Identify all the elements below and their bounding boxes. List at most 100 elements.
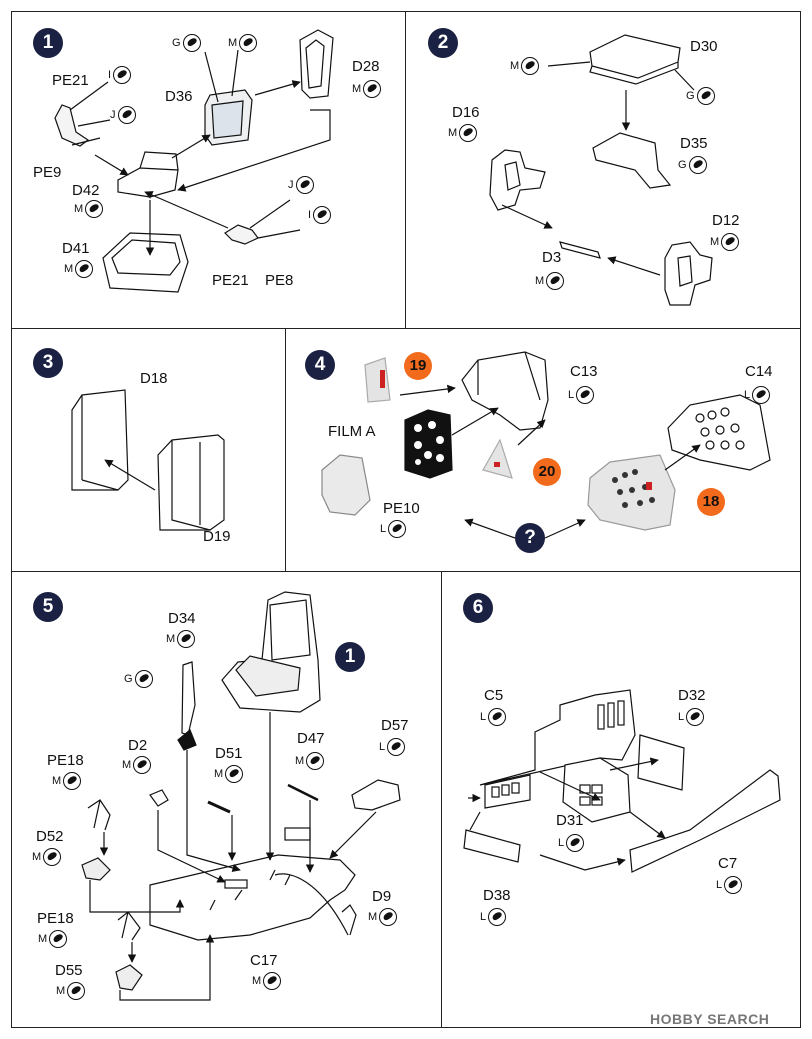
paint-icon xyxy=(43,848,62,866)
paint-code: L xyxy=(558,837,565,849)
paint-code: M xyxy=(368,911,378,923)
paint-callout-m: M xyxy=(214,765,244,783)
paint-icon xyxy=(379,908,398,926)
label-d18: D18 xyxy=(140,370,168,387)
paint-callout-l: L xyxy=(480,708,507,726)
paint-code: M xyxy=(52,775,62,787)
paint-callout-l: L xyxy=(744,386,771,404)
paint-icon xyxy=(67,982,86,1000)
paint-callout-j: J xyxy=(288,176,314,194)
paint-icon xyxy=(263,972,282,990)
step-4-badge: 4 xyxy=(305,350,335,380)
paint-callout-m: M xyxy=(352,80,382,98)
paint-callout-m: M xyxy=(74,200,104,218)
label-d9: D9 xyxy=(372,888,392,905)
label-pe18: PE18 xyxy=(47,752,84,769)
paint-code: J xyxy=(110,109,116,121)
step-3-badge: 3 xyxy=(33,348,63,378)
paint-code: L xyxy=(744,389,751,401)
paint-icon xyxy=(546,272,565,290)
watermark-logo: HOBBY SEARCH xyxy=(650,1011,770,1027)
label-pe10: PE10 xyxy=(383,500,420,517)
paint-code: L xyxy=(480,911,487,923)
paint-icon xyxy=(49,930,68,948)
paint-icon xyxy=(117,106,136,124)
paint-code: M xyxy=(252,975,262,987)
label-d38: D38 xyxy=(483,887,511,904)
label-d12: D12 xyxy=(712,212,740,229)
paint-code: L xyxy=(716,879,723,891)
label-d51: D51 xyxy=(215,745,243,762)
paint-code: G xyxy=(172,37,181,49)
paint-icon xyxy=(752,386,771,404)
paint-icon xyxy=(182,34,201,52)
paint-callout-l: L xyxy=(716,876,743,894)
label-d36: D36 xyxy=(165,88,193,105)
paint-callout-l: L xyxy=(480,908,507,926)
paint-icon xyxy=(488,708,507,726)
paint-callout-m: M xyxy=(228,34,258,52)
paint-callout-m: M xyxy=(52,772,82,790)
label-d3: D3 xyxy=(542,249,562,266)
step-1-reference-badge: 1 xyxy=(335,642,365,672)
paint-callout-m: M xyxy=(166,630,196,648)
label-d2: D2 xyxy=(128,737,148,754)
paint-icon xyxy=(721,233,740,251)
paint-callout-m: M xyxy=(510,57,540,75)
step-1-panel xyxy=(11,11,406,329)
step-1-badge: 1 xyxy=(33,28,63,58)
paint-code: G xyxy=(678,159,687,171)
label-d55: D55 xyxy=(55,962,83,979)
paint-icon xyxy=(724,876,743,894)
paint-callout-l: L xyxy=(379,738,406,756)
paint-code: J xyxy=(288,179,294,191)
paint-code: L xyxy=(678,711,685,723)
label-d52: D52 xyxy=(36,828,64,845)
paint-icon xyxy=(686,708,705,726)
paint-callout-i: I xyxy=(108,66,132,84)
paint-icon xyxy=(63,772,82,790)
paint-code: M xyxy=(448,127,458,139)
paint-icon xyxy=(387,738,406,756)
step-2-panel xyxy=(405,11,801,329)
paint-icon xyxy=(75,260,94,278)
step-6-badge: 6 xyxy=(463,593,493,623)
step-2-badge: 2 xyxy=(428,28,458,58)
paint-icon xyxy=(134,670,153,688)
question-badge: ? xyxy=(515,523,545,553)
paint-code: L xyxy=(480,711,487,723)
paint-icon xyxy=(521,57,540,75)
paint-callout-m: M xyxy=(368,908,398,926)
paint-code: M xyxy=(122,759,132,771)
label-film-a: FILM A xyxy=(328,423,376,440)
paint-icon xyxy=(696,87,715,105)
label-d34: D34 xyxy=(168,610,196,627)
paint-code: L xyxy=(568,389,575,401)
paint-code: M xyxy=(352,83,362,95)
decal-20-badge: 20 xyxy=(533,458,561,486)
paint-code: L xyxy=(379,741,386,753)
paint-icon xyxy=(113,66,132,84)
paint-callout-m: M xyxy=(710,233,740,251)
decal-18-badge: 18 xyxy=(697,488,725,516)
paint-icon xyxy=(313,206,332,224)
paint-icon xyxy=(688,156,707,174)
paint-callout-m: M xyxy=(295,752,325,770)
paint-icon xyxy=(566,834,585,852)
paint-icon xyxy=(306,752,325,770)
paint-callout-m: M xyxy=(56,982,86,1000)
step-5-panel xyxy=(11,571,442,1028)
paint-icon xyxy=(576,386,595,404)
paint-code: G xyxy=(686,90,695,102)
paint-code: M xyxy=(166,633,176,645)
label-d31: D31 xyxy=(556,812,584,829)
label-pe8: PE8 xyxy=(265,272,294,289)
paint-callout-m: M xyxy=(64,260,94,278)
paint-callout-m: M xyxy=(448,124,478,142)
label-c5: C5 xyxy=(484,687,504,704)
label-d47: D47 xyxy=(297,730,325,747)
paint-icon xyxy=(177,630,196,648)
paint-callout-m: M xyxy=(252,972,282,990)
decal-19-badge: 19 xyxy=(404,352,432,380)
paint-code: I xyxy=(108,69,112,81)
